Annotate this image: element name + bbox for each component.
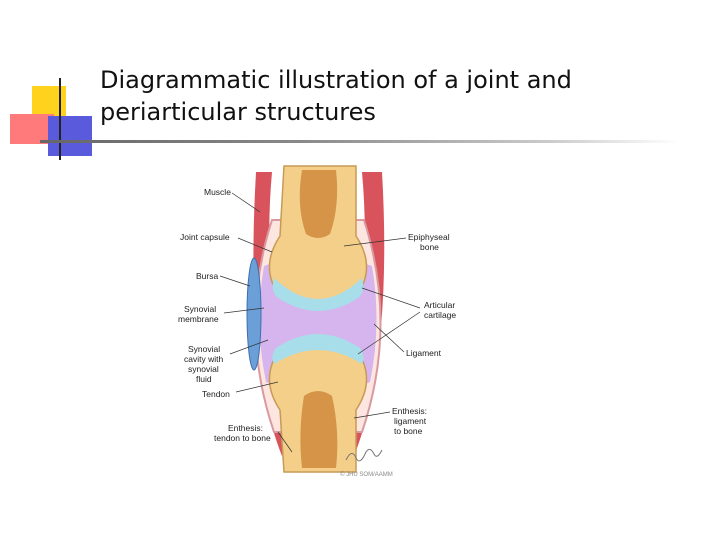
leader-articular-cartilage-bottom: [357, 311, 421, 355]
lower-bone-marrow: [300, 391, 338, 468]
label-articular-2: cartilage: [424, 310, 456, 320]
label-ligament: Ligament: [406, 348, 442, 358]
label-enthesis-ligament-1: Enthesis:: [392, 406, 427, 416]
label-bursa: Bursa: [196, 271, 218, 281]
leader-enthesis-ligament: [353, 411, 391, 419]
label-tendon: Tendon: [202, 389, 230, 399]
leader-bursa: [219, 275, 251, 287]
label-synovial-membrane-2: membrane: [178, 314, 219, 324]
label-enthesis-ligament-3: to bone: [394, 426, 423, 436]
leader-tendon: [235, 381, 279, 393]
leader-synovial-membrane: [223, 307, 265, 314]
label-joint-capsule: Joint capsule: [180, 232, 230, 242]
label-enthesis-ligament-2: ligament: [394, 416, 427, 426]
leader-epiphyseal-bone: [343, 237, 407, 247]
slide-title-line-1: Diagrammatic illustration of a joint and: [100, 66, 572, 94]
lower-articular-cartilage: [272, 334, 364, 364]
label-epiphyseal-1: Epiphyseal: [408, 232, 450, 242]
label-enthesis-tendon-1: Enthesis:: [228, 423, 263, 433]
upper-bone-marrow: [299, 170, 338, 238]
upper-articular-cartilage: [272, 278, 364, 311]
label-enthesis-tendon-2: tendon to bone: [214, 433, 271, 443]
deco-red-square: [10, 114, 54, 144]
label-synovial-membrane-1: Synovial: [184, 304, 216, 314]
bursa: [246, 257, 262, 371]
figure-credit: © JHU SOM/AAMM: [340, 471, 393, 478]
leader-joint-capsule: [237, 237, 273, 253]
leader-enthesis-tendon: [277, 431, 293, 453]
label-synovial-cavity-1: Synovial: [188, 344, 220, 354]
leader-articular-cartilage-top: [361, 287, 421, 309]
leader-muscle: [231, 192, 261, 213]
deco-blue-square: [48, 116, 92, 156]
label-articular-1: Articular: [424, 300, 455, 310]
slide-decoration: [10, 78, 92, 160]
illustrator-signature: [345, 448, 383, 462]
label-synovial-cavity-3: synovial: [188, 364, 219, 374]
label-muscle: Muscle: [204, 187, 231, 197]
title-underline: [40, 140, 680, 143]
label-epiphyseal-2: bone: [420, 242, 439, 252]
slide-title: Diagrammatic illustration of a joint and…: [100, 64, 690, 128]
joint-diagram: Muscle Joint capsule Bursa Synovial memb…: [168, 156, 468, 480]
label-synovial-cavity-4: fluid: [196, 374, 212, 384]
leader-ligament: [373, 323, 405, 353]
label-synovial-cavity-2: cavity with: [184, 354, 223, 364]
leader-synovial-cavity: [229, 339, 269, 355]
slide-title-line-2: periarticular structures: [100, 98, 376, 126]
